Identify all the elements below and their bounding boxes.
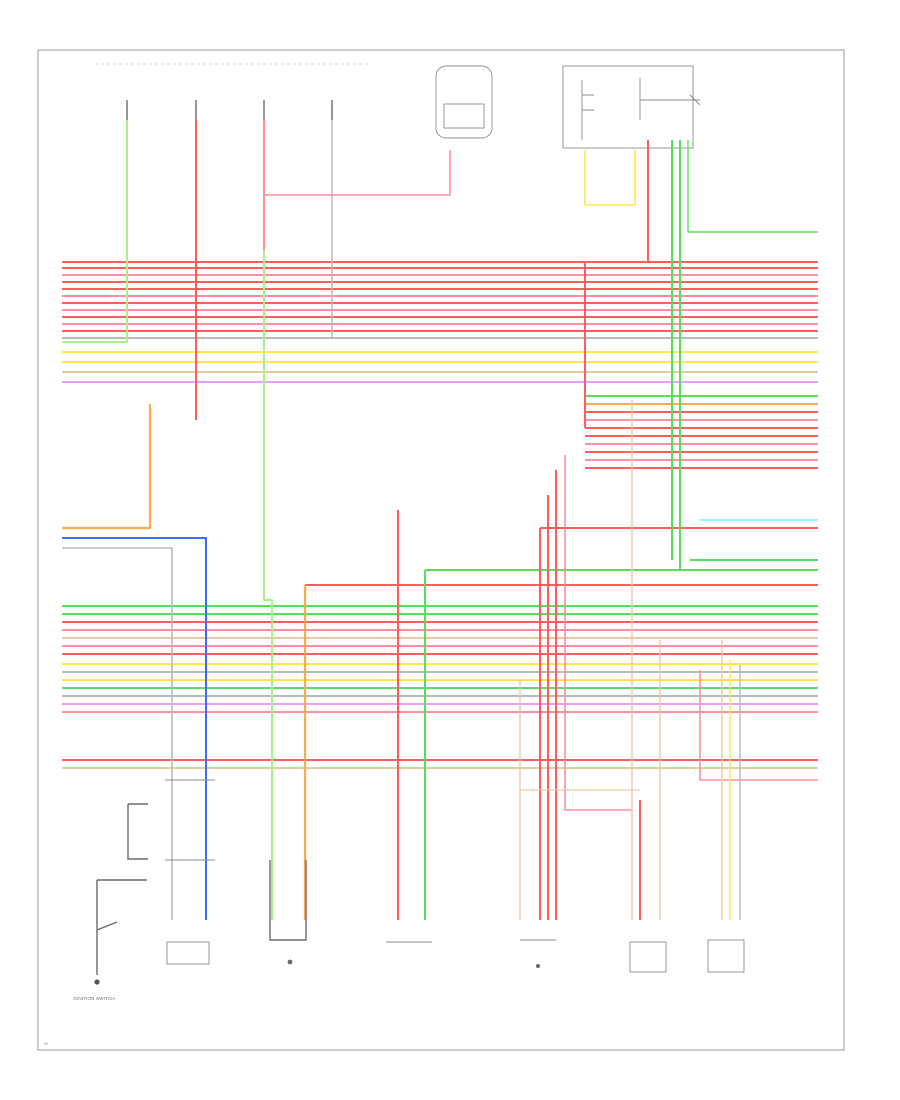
top-components (95, 63, 701, 149)
fuel-sensor-ground (536, 964, 540, 968)
ignition-switch-contacts (96, 879, 147, 975)
pdb-internal-fuse-1 (581, 80, 594, 140)
wire-blue-49 (62, 537, 207, 920)
wire-ltgreen-53 (263, 250, 273, 920)
wire-gray-48 (62, 547, 173, 920)
pdb-internal-relay (639, 78, 701, 120)
brake-switch-box (166, 941, 210, 965)
power-distribution-box (562, 65, 694, 149)
key-sensor-bracket (127, 803, 148, 860)
rear-wheel-sensor-connector (126, 100, 333, 120)
wire-ltgreen-50 (62, 120, 128, 343)
wire-yellow-56 (584, 150, 636, 206)
transmission-range-sensor-box (629, 941, 667, 973)
label-group: IGNITION SWITCH W (44, 996, 115, 1046)
ignition-switch-terminal (94, 979, 100, 985)
diagram-frame (37, 49, 845, 1051)
brake-switch-contact (165, 779, 215, 861)
vss-connector (269, 860, 307, 941)
wire-pink-68 (564, 455, 632, 811)
ground-point (287, 959, 293, 965)
turbine-speed-sensor-box (707, 939, 745, 973)
wire-green-60 (687, 140, 818, 233)
pcm-module-box (435, 65, 493, 139)
wire-group (62, 120, 818, 920)
footer-code: W (44, 1041, 48, 1046)
pcm-inner-box (443, 103, 485, 129)
wire-orange-26 (62, 404, 152, 530)
bottom-components (94, 779, 745, 985)
wire-pink-55 (264, 150, 451, 196)
wire-red-57 (630, 140, 649, 263)
ignition-switch-label: IGNITION SWITCH (73, 996, 115, 1002)
wire-pink-73 (699, 670, 818, 781)
